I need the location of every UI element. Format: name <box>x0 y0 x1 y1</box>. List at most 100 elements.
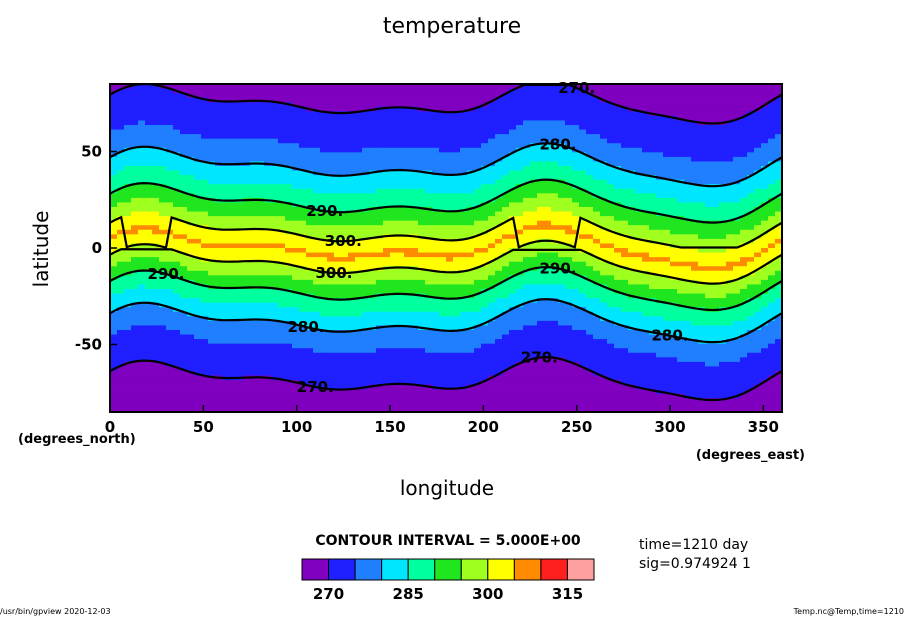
field-cell <box>362 143 370 149</box>
field-cell <box>138 125 146 131</box>
field-cell <box>166 138 174 144</box>
field-cell <box>425 88 433 94</box>
field-cell <box>684 120 692 126</box>
field-cell <box>579 84 587 90</box>
field-cell <box>712 156 720 163</box>
field-cell <box>187 175 195 181</box>
field-cell <box>173 302 181 308</box>
field-cell <box>467 238 475 245</box>
field-cell <box>719 170 727 176</box>
field-cell <box>180 202 188 208</box>
field-cell <box>530 261 538 267</box>
field-cell <box>698 302 706 308</box>
field-cell <box>257 202 265 208</box>
field-cell <box>383 84 391 90</box>
field-cell <box>334 298 342 304</box>
field-cell <box>152 248 160 254</box>
field-cell <box>544 202 552 208</box>
field-cell <box>110 289 118 295</box>
field-cell <box>614 197 622 204</box>
field-cell <box>390 147 398 153</box>
field-cell <box>488 84 496 90</box>
field-cell <box>124 170 132 176</box>
field-cell <box>355 316 363 322</box>
field-cell <box>474 207 482 213</box>
field-cell <box>460 216 468 222</box>
field-cell <box>747 211 755 217</box>
field-cell <box>516 307 524 313</box>
field-cell <box>320 84 328 90</box>
field-cell <box>747 279 755 286</box>
field-cell <box>341 193 349 199</box>
field-cell <box>313 84 321 90</box>
field-cell <box>243 293 251 299</box>
field-cell <box>187 202 195 208</box>
field-cell <box>138 279 146 286</box>
field-cell <box>152 216 160 222</box>
field-cell <box>621 279 629 286</box>
field-cell <box>327 289 335 295</box>
field-cell <box>243 115 251 122</box>
field-cell <box>320 234 328 240</box>
field-cell <box>222 257 230 263</box>
field-cell <box>411 129 419 135</box>
field-cell <box>614 125 622 131</box>
field-cell <box>215 111 223 117</box>
field-cell <box>705 289 713 295</box>
field-cell <box>691 188 699 194</box>
field-cell <box>579 211 587 217</box>
field-cell <box>551 220 559 226</box>
field-cell <box>180 302 188 308</box>
field-cell <box>278 225 286 231</box>
field-cell <box>677 193 685 199</box>
field-cell <box>509 170 517 176</box>
field-cell <box>663 284 671 290</box>
field-cell <box>551 129 559 135</box>
field-cell <box>390 152 398 158</box>
field-cell <box>194 298 202 304</box>
field-cell <box>754 175 762 181</box>
field-cell <box>383 270 391 276</box>
field-cell <box>418 184 426 190</box>
field-cell <box>740 270 748 276</box>
field-cell <box>600 279 608 286</box>
field-cell <box>432 202 440 208</box>
field-cell <box>313 216 321 222</box>
field-cell <box>299 156 307 163</box>
field-cell <box>348 211 356 217</box>
field-cell <box>215 289 223 295</box>
field-cell <box>425 229 433 235</box>
field-cell <box>544 120 552 126</box>
field-cell <box>509 115 517 122</box>
field-cell <box>362 307 370 313</box>
field-cell <box>677 275 685 281</box>
field-cell <box>131 106 139 112</box>
field-cell <box>754 84 762 90</box>
field-cell <box>222 188 230 194</box>
field-cell <box>138 275 146 281</box>
field-cell <box>166 261 174 267</box>
field-cell <box>691 293 699 299</box>
field-cell <box>537 211 545 217</box>
field-cell <box>243 307 251 313</box>
field-cell <box>117 298 125 304</box>
field-cell <box>754 120 762 126</box>
field-cell <box>593 238 601 245</box>
field-cell <box>481 184 489 190</box>
field-cell <box>173 316 181 322</box>
field-cell <box>229 88 237 94</box>
field-cell <box>124 93 132 99</box>
field-cell <box>355 115 363 122</box>
field-cell <box>145 225 153 231</box>
field-cell <box>369 93 377 99</box>
field-cell <box>152 234 160 240</box>
field-cell <box>341 102 349 108</box>
field-cell <box>600 138 608 144</box>
field-cell <box>446 261 454 267</box>
field-cell <box>243 248 251 254</box>
field-cell <box>278 298 286 304</box>
field-cell <box>264 275 272 281</box>
field-cell <box>432 216 440 222</box>
field-cell <box>474 257 482 263</box>
field-cell <box>397 238 405 245</box>
